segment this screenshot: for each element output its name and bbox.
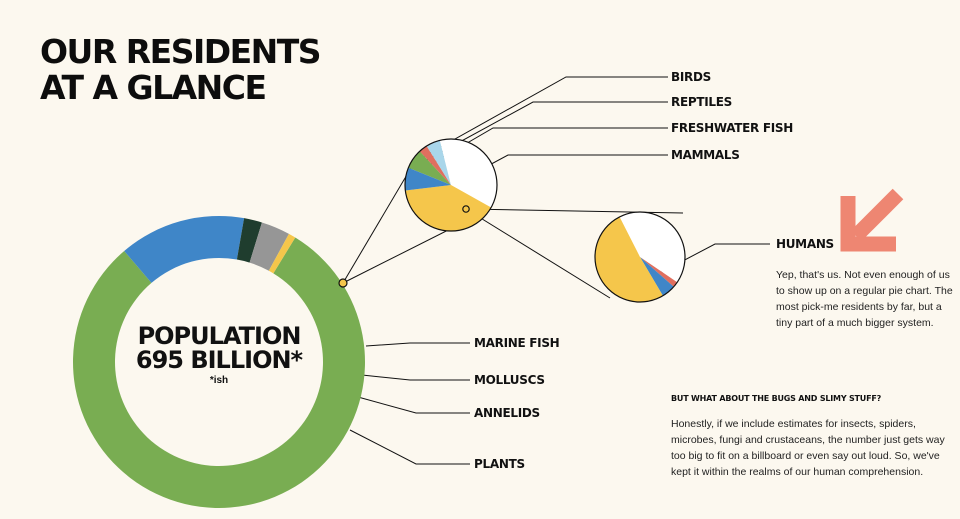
donut-slice-molluscs: [236, 218, 262, 263]
zoom2-slice-part-2: [640, 257, 674, 296]
donut-slice-marine-fish: [124, 216, 245, 283]
zoom1-slice-part-5: [405, 167, 451, 191]
zoom2-slice-humans: [640, 257, 678, 287]
zoom1-outline: [404, 138, 498, 232]
label-birds: BIRDS: [671, 70, 711, 84]
label-marine-fish: MARINE FISH: [474, 336, 559, 350]
zoom-pie-2: [338, 205, 686, 303]
leader-birds: [420, 76, 668, 159]
donut-slice-annelids: [249, 222, 289, 271]
zoom1-slice-mammals: [439, 138, 497, 208]
bugs-heading: BUT WHAT ABOUT THE BUGS AND SLIMY STUFF?: [671, 394, 882, 403]
zoom2-outline: [594, 211, 686, 303]
page-title: OUR RESIDENTS AT A GLANCE: [40, 32, 322, 107]
title-line-2: AT A GLANCE: [40, 68, 267, 107]
zoom1-slice-reptiles: [419, 145, 451, 185]
center-population-value: 695 BILLION*: [136, 346, 304, 374]
zoom1-slice-freshwater-fish: [426, 140, 451, 185]
zoom1-zoom-marker: [462, 205, 470, 213]
donut-slice-animals-zoomed: [268, 233, 296, 274]
leader-marine-fish: [365, 342, 470, 347]
zoom2-slice-part-3: [595, 216, 663, 302]
label-mammals: MAMMALS: [671, 148, 740, 162]
label-annelids: ANNELIDS: [474, 406, 540, 420]
label-reptiles: REPTILES: [671, 95, 732, 109]
leader-molluscs: [361, 374, 470, 381]
leader-lines: [342, 76, 770, 465]
bugs-description: Honestly, if we include estimates for in…: [671, 418, 945, 478]
zoom2-connector-bottom: [465, 208, 611, 299]
leader-plants: [349, 429, 470, 465]
title-line-1: OUR RESIDENTS: [40, 32, 322, 71]
label-freshwater-fish: FRESHWATER FISH: [671, 121, 793, 135]
center-footnote: *ish: [210, 375, 228, 386]
donut-slice-plants: [73, 237, 366, 509]
zoom1-slice-birds: [408, 151, 451, 185]
zoom2-slice-part-0: [619, 212, 685, 283]
arrow-icon: [840, 188, 904, 252]
humans-description: Yep, that's us. Not even enough of us to…: [776, 269, 953, 329]
label-plants: PLANTS: [474, 457, 525, 471]
label-humans: HUMANS: [776, 237, 834, 251]
slice-labels: BIRDS REPTILES FRESHWATER FISH MAMMALS HUMAN…: [474, 70, 834, 471]
zoom2-connector-top: [465, 208, 684, 214]
center-population-label: POPULATION: [138, 322, 301, 350]
donut-zoom-marker: [338, 278, 348, 288]
donut-chart: [73, 216, 366, 509]
zoom1-slice-part-4: [405, 185, 492, 231]
leader-annelids: [357, 396, 470, 414]
label-molluscs: MOLLUSCS: [474, 373, 545, 387]
zoom-pie-1: [404, 138, 498, 232]
